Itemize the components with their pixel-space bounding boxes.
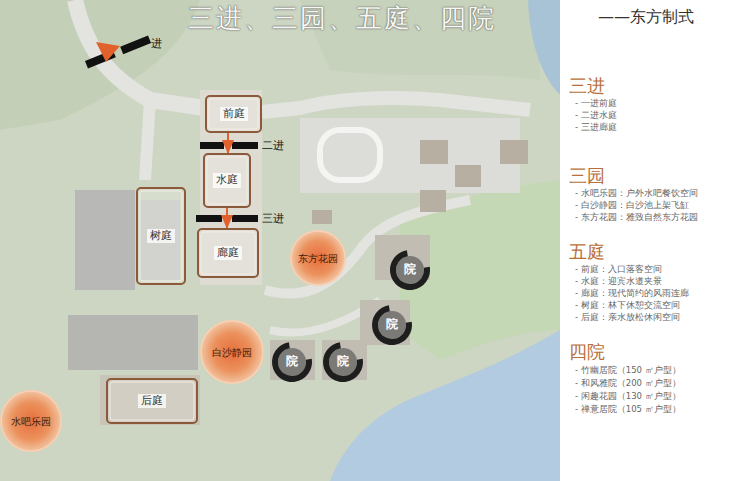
garden-disc	[290, 230, 346, 286]
gate-label: 一进	[140, 38, 162, 50]
plan-title: 三进、三园、五庭、四院	[188, 4, 496, 33]
pavilion	[312, 210, 332, 224]
list-item: - 禅意居院（105 ㎡户型）	[575, 405, 681, 414]
court-inner-line	[201, 232, 255, 274]
house	[455, 165, 481, 187]
garden-circle: 水吧乐园	[0, 390, 62, 452]
entry-arrow	[96, 42, 120, 62]
list-item: - 三进廊庭	[575, 123, 617, 132]
place-name: 水吧乐园	[11, 416, 51, 427]
court-inner-line	[110, 382, 194, 420]
court-box: 树庭	[136, 187, 186, 285]
ink-ring	[390, 250, 430, 290]
section-heading: 三园	[569, 166, 605, 186]
place-name: 廊庭	[214, 246, 242, 260]
garden-rim	[201, 321, 263, 383]
list-item: - 竹幽居院（150 ㎡户型）	[575, 366, 681, 375]
garden-disc	[200, 320, 264, 384]
court-outline	[137, 188, 185, 284]
section-heading: 五庭	[569, 242, 605, 262]
section-heading: 四院	[569, 342, 605, 362]
courtyard-fill	[396, 256, 424, 284]
parking-loop	[320, 130, 380, 180]
place-name: 院	[337, 355, 349, 368]
building	[75, 190, 135, 290]
place-name: 院	[404, 263, 416, 276]
courtyard-fill	[329, 348, 357, 376]
list-item: - 水庭：迎宾水道夹景	[575, 277, 662, 286]
parking	[300, 118, 520, 193]
garden-rim	[291, 231, 345, 285]
court-inner-line	[207, 157, 247, 204]
court-box: 廊庭	[197, 228, 259, 278]
gate-bar	[200, 142, 224, 149]
courtyard-ring: 院	[390, 250, 430, 290]
procession-arrow	[227, 133, 229, 153]
house	[420, 190, 446, 212]
place-name: 前庭	[220, 107, 248, 121]
courtyard-ring: 院	[323, 342, 363, 382]
list-item: - 二进水庭	[575, 111, 617, 120]
list-item: - 闲趣花园（130 ㎡户型）	[575, 392, 681, 401]
list-item: - 后庭：亲水放松休闲空间	[575, 313, 680, 322]
gate-bar	[196, 215, 222, 222]
gate-label: 二进	[262, 140, 284, 152]
list-item: - 树庭：林下休憩交流空间	[575, 301, 680, 310]
court-box: 前庭	[205, 95, 262, 133]
list-item: - 廊庭：现代简约的风雨连廊	[575, 289, 689, 298]
court-outline	[107, 379, 197, 423]
gate-bar	[232, 142, 258, 149]
gate-bar	[232, 215, 258, 222]
list-item: - 前庭：入口落客空间	[575, 265, 662, 274]
ink-ring	[372, 305, 412, 345]
garden-circle: 东方花园	[290, 230, 346, 286]
place-name: 东方花园	[298, 253, 338, 264]
court-inner-line	[140, 191, 182, 281]
road	[262, 98, 530, 112]
place-name: 水庭	[213, 173, 241, 187]
garden-circle: 白沙静园	[200, 320, 264, 384]
garden-rim	[1, 391, 61, 451]
section-heading: 三进	[569, 76, 605, 96]
court-box: 水庭	[203, 153, 251, 208]
courtyard-ring: 院	[272, 342, 312, 382]
road	[145, 100, 150, 180]
list-item: - 东方花园：雅致自然东方花园	[575, 213, 698, 222]
list-item: - 和风雅院（200 ㎡户型）	[575, 379, 681, 388]
house	[420, 140, 448, 164]
map-ground	[0, 0, 560, 481]
ink-ring	[272, 342, 312, 382]
list-item: - 一进前庭	[575, 99, 617, 108]
terrace	[100, 375, 200, 425]
court-outline	[198, 229, 258, 277]
road	[75, 0, 205, 108]
place-name: 树庭	[147, 229, 175, 243]
court-box: 后庭	[106, 378, 198, 424]
subtitle: ——东方制式	[598, 8, 694, 26]
court-outline	[206, 96, 261, 132]
building	[68, 315, 198, 370]
ink-ring	[323, 342, 363, 382]
list-item: - 水吧乐园：户外水吧餐饮空间	[575, 189, 698, 198]
list-item: - 白沙静园：白沙池上架飞缸	[575, 201, 689, 210]
courtyard-ring: 院	[372, 305, 412, 345]
gate-label: 三进	[262, 213, 284, 225]
courtyard-fill	[378, 311, 406, 339]
place-name: 白沙静园	[212, 347, 252, 358]
road	[265, 200, 470, 294]
garden-disc	[0, 390, 62, 452]
place-name: 后庭	[138, 394, 166, 408]
courtyard-fill	[278, 348, 306, 376]
court-inner-line	[209, 99, 258, 129]
procession-arrow	[226, 208, 228, 228]
house	[500, 140, 528, 164]
water	[528, 0, 560, 95]
court-outline	[204, 154, 250, 207]
place-name: 院	[286, 355, 298, 368]
place-name: 院	[386, 318, 398, 331]
